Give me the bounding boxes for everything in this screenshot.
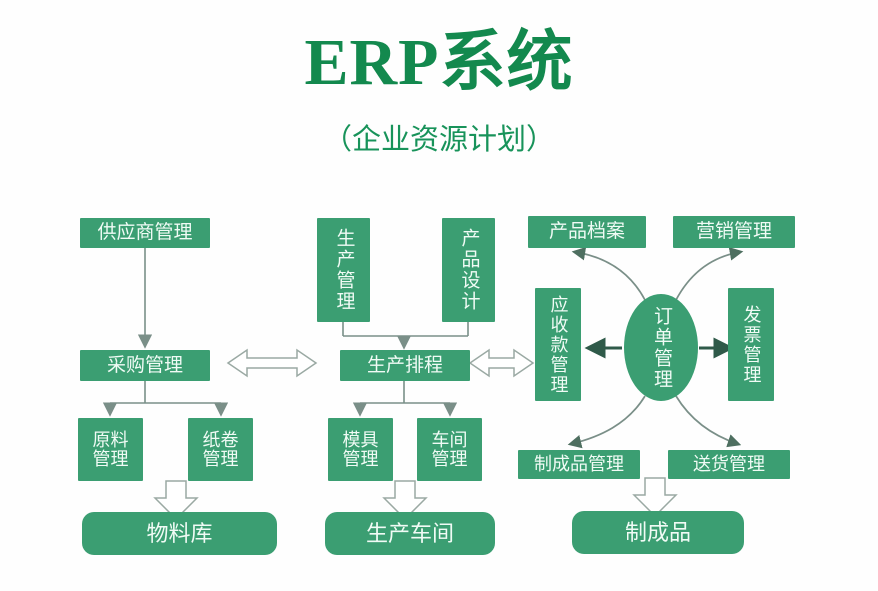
node-marketing-management[interactable]: 营销管理 — [673, 216, 795, 248]
node-label: 供应商管理 — [97, 222, 193, 244]
node-label: 产品档案 — [548, 221, 625, 243]
node-label-line1: 纸卷 — [202, 429, 239, 450]
node-label: 应收款管理 — [548, 294, 569, 395]
node-label-line2: 管理 — [431, 448, 468, 469]
node-label: 产品设计 — [458, 228, 480, 312]
node-label-line2: 管理 — [92, 448, 129, 469]
node-paper-roll-management[interactable]: 纸卷 管理 — [188, 418, 253, 481]
node-finished-goods[interactable]: 制成品 — [572, 511, 744, 554]
node-label: 订单管理 — [650, 305, 672, 390]
node-label-line1: 原料 — [92, 429, 129, 450]
node-invoice-management[interactable]: 发票管理 — [728, 288, 774, 401]
node-raw-material-management[interactable]: 原料 管理 — [78, 418, 143, 481]
edge-order-to-finished-mgmt — [567, 395, 646, 449]
node-supplier-management[interactable]: 供应商管理 — [80, 218, 210, 248]
page-title: ERP系统 — [304, 26, 574, 99]
node-production-workshop[interactable]: 生产车间 — [325, 512, 495, 555]
edge-schedule-to-mold-workshop — [352, 381, 458, 417]
node-label-line1: 车间 — [431, 429, 468, 450]
node-label: 营销管理 — [695, 221, 772, 243]
node-product-design[interactable]: 产品设计 — [442, 218, 495, 322]
node-mold-management[interactable]: 模具 管理 — [328, 418, 393, 481]
page-subtitle: （企业资源计划） — [322, 124, 555, 156]
node-production-management[interactable]: 生产管理 — [317, 218, 370, 322]
edge-order-to-delivery-mgmt — [675, 395, 742, 448]
node-label: 制成品 — [624, 519, 691, 545]
node-label: 发票管理 — [741, 304, 762, 385]
node-label: 生产管理 — [333, 228, 355, 312]
node-label: 物料库 — [146, 520, 213, 546]
edge-purchase-to-materials — [102, 381, 229, 417]
edge-schedule-to-receivable-double-arrow — [468, 348, 535, 378]
node-label: 制成品管理 — [534, 454, 624, 475]
node-product-archive[interactable]: 产品档案 — [528, 216, 646, 248]
node-material-warehouse[interactable]: 物料库 — [82, 512, 277, 555]
node-label: 送货管理 — [693, 454, 765, 475]
node-delivery-management[interactable]: 送货管理 — [668, 450, 790, 479]
node-order-management[interactable]: 订单管理 — [624, 294, 698, 401]
node-workshop-management[interactable]: 车间 管理 — [417, 418, 482, 481]
node-label-line1: 模具 — [342, 429, 379, 450]
node-production-scheduling[interactable]: 生产排程 — [340, 350, 470, 381]
edge-order-to-product-archive — [571, 246, 646, 301]
edge-purchase-to-schedule-double-arrow — [226, 348, 318, 378]
node-label-line2: 管理 — [202, 448, 239, 469]
node-purchase-management[interactable]: 采购管理 — [80, 350, 210, 381]
node-accounts-receivable-management[interactable]: 应收款管理 — [535, 288, 581, 401]
edge-production-design-to-schedule — [342, 322, 469, 350]
node-label: 生产排程 — [366, 354, 443, 376]
node-label: 采购管理 — [106, 354, 183, 376]
node-finished-goods-management[interactable]: 制成品管理 — [518, 450, 640, 479]
node-label-line2: 管理 — [342, 448, 379, 469]
node-label: 生产车间 — [365, 520, 454, 546]
